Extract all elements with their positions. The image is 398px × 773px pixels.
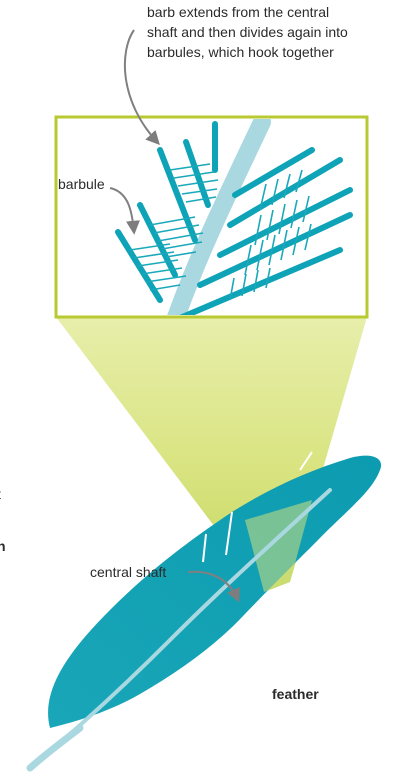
barb-description-label: barb extends from the central shaft and … — [147, 2, 397, 62]
cropped-text-fragment: t — [0, 484, 1, 504]
barb-description-line-3: barbules, which hook together — [147, 42, 397, 62]
central-shaft — [30, 490, 330, 768]
barb-description-line-2: shaft and then divides again into — [147, 22, 397, 42]
barb-description-line-1: barb extends from the central — [147, 2, 397, 22]
barbule-label: barbule — [58, 174, 105, 194]
barb-inset — [56, 117, 367, 320]
cropped-text-fragment: n — [0, 536, 6, 556]
feather-label: feather — [272, 684, 319, 704]
central-shaft-label: central shaft — [90, 562, 166, 582]
